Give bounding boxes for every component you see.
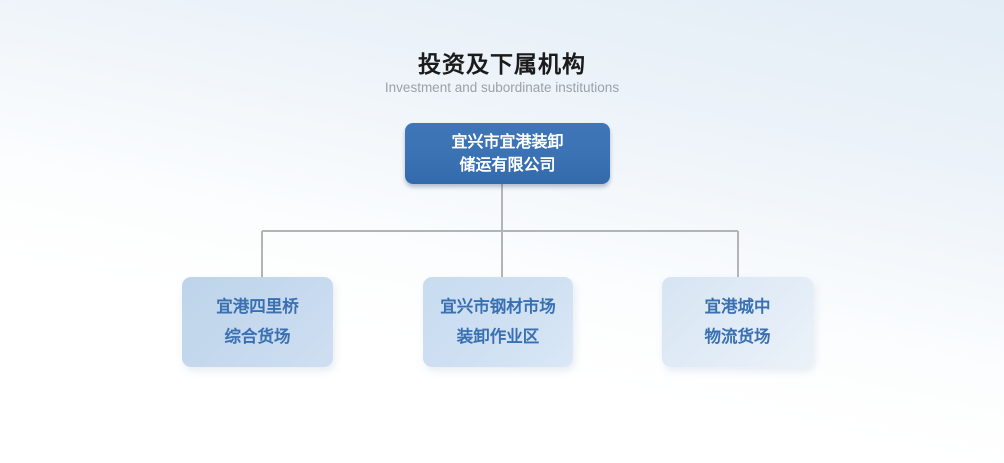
org-node-child-label-line1: 宜兴市钢材市场 (440, 298, 556, 316)
org-node-child-label-line1: 宜港城中 (704, 298, 771, 316)
org-node-child-steel-market-area: 宜兴市钢材市场 装卸作业区 (423, 277, 573, 367)
org-node-child-label-line1: 宜港四里桥 (216, 298, 299, 316)
org-node-child-label-line2: 物流货场 (704, 328, 771, 346)
org-node-root-label-line2: 储运有限公司 (459, 156, 556, 174)
org-node-child-siliqiao-yard: 宜港四里桥 综合货场 (182, 277, 333, 367)
org-node-root-label-line1: 宜兴市宜港装卸 (451, 133, 564, 151)
org-node-child-chengzhong-logistics: 宜港城中 物流货场 (662, 277, 813, 367)
page-subtitle: Investment and subordinate institutions (384, 80, 620, 95)
org-node-root: 宜兴市宜港装卸 储运有限公司 (405, 123, 610, 184)
org-node-child-label-line2: 装卸作业区 (456, 328, 540, 346)
org-node-child-label-line2: 综合货场 (224, 328, 291, 346)
page-title: 投资及下属机构 (418, 51, 586, 77)
